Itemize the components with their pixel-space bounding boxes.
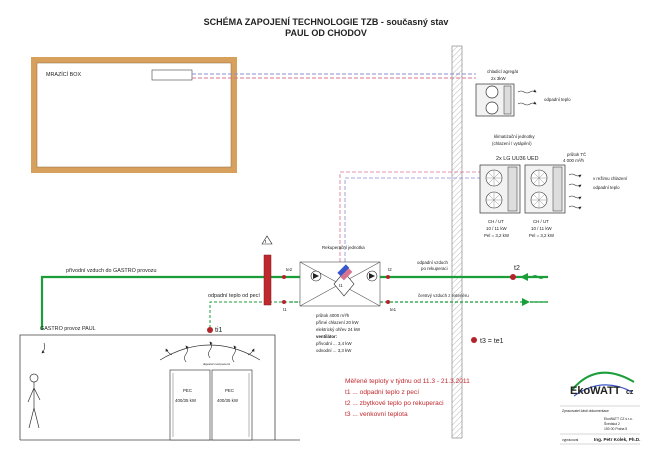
oven-2-power: 400/35 kW xyxy=(217,398,239,403)
heat-rise-arrows xyxy=(165,341,255,363)
gastro-air-arrow xyxy=(41,342,45,354)
freezer-box-wall xyxy=(31,57,237,173)
gastro-room xyxy=(19,334,276,440)
sensor-ti1: ti1 xyxy=(215,327,223,334)
sensor-te1: te1 xyxy=(390,307,397,312)
title-line2: PAUL OD CHODOV xyxy=(285,28,367,38)
fresh-air-label: čerstvý vzduch z exteriéru xyxy=(418,293,469,298)
company-city: 150 00 Praha 5 xyxy=(604,427,627,431)
waste-heat-duct xyxy=(209,301,300,328)
oven-1-power: 400/35 kW xyxy=(175,398,197,403)
legend-item-3: t3 ... venkovní teplota xyxy=(345,411,408,418)
chiller-waste-heat: odpadní teplo xyxy=(544,97,571,102)
author-name: Ing. Petr Kolek, Ph.D. xyxy=(594,437,640,442)
sensor-t2: t2 xyxy=(388,267,392,272)
ac-mode1: v režimu chlazení xyxy=(593,176,628,181)
ac-line-pink xyxy=(339,171,480,262)
supply-air-label: přívodní vzduch do GASTRO provozu xyxy=(66,268,157,274)
ac-mode2: odpadní teplo xyxy=(593,185,620,190)
recovery-spec-1: průtok 4000 m³/h xyxy=(316,313,350,318)
heater-coil xyxy=(263,254,272,306)
legend-heading: Měřené teploty v týdnu od 11.3 - 21.3.20… xyxy=(345,378,470,385)
logo-text: EkoWATT xyxy=(570,385,621,397)
logo-suffix: cz xyxy=(626,389,634,396)
sensor-te2: te2 xyxy=(286,267,293,272)
freezer-label: MRAZÍCÍ BOX xyxy=(46,71,81,78)
unit-b-line2: 10 / 11 kW xyxy=(531,226,553,231)
unit-a-line3: Pel = 3,2 kW xyxy=(484,233,510,238)
company-name: EkoWATT CZ s.r.o. xyxy=(604,417,633,421)
oven-2 xyxy=(211,369,253,441)
supply-air-duct xyxy=(40,275,548,330)
ac-unit-a xyxy=(479,164,521,214)
person-figure xyxy=(27,373,41,429)
recovery-spec-6: odvodní ... 3,3 kW xyxy=(316,348,352,353)
unit-a-line2: 10 / 11 kW xyxy=(486,226,508,231)
legend-item-1: t1 ... odpadní teplo z pecí xyxy=(345,389,419,396)
ac-line-blue xyxy=(344,177,480,262)
ekowatt-logo xyxy=(571,371,635,397)
evaporator-unit xyxy=(151,69,193,81)
chiller-units xyxy=(475,83,515,117)
exhaust-label: odpadní vzduch xyxy=(417,260,449,265)
recovery-spec-4: ventilátor: xyxy=(316,334,338,339)
svg-text:!: ! xyxy=(265,239,267,244)
ac-label1: klimatizační jednotky xyxy=(494,134,535,139)
oven-1 xyxy=(169,369,211,441)
ac-label2: (chlazení / vytápění) xyxy=(492,141,532,146)
fresh-air-arrow xyxy=(522,298,530,306)
ac-heat-arrows xyxy=(568,173,582,210)
ac-flow-value: 4 000 m³/h xyxy=(563,158,585,163)
exhaust-wave xyxy=(531,275,545,279)
hood-label: digestoř nad pecemi xyxy=(203,362,230,366)
exhaust-arrow xyxy=(520,273,528,281)
recovery-spec-5: přívodní ... 3,4 kW xyxy=(316,341,352,346)
ac-model: 2x LG UU36 UED xyxy=(496,156,539,162)
warning-icon xyxy=(261,235,273,245)
sensor-t1b: t1 xyxy=(339,283,343,288)
unit-a-line1: CH / UT xyxy=(488,219,504,224)
legend-item-2: t2 ... zbytkové teplo po rekuperaci xyxy=(345,400,444,407)
waste-heat-label: odpadní teplo od pecí xyxy=(208,293,260,299)
building-wall xyxy=(451,45,463,439)
company-street: Švédská 2 xyxy=(604,421,620,426)
recovery-label: Rekuperační jednotka xyxy=(322,245,365,250)
sensor-t1: t1 xyxy=(283,307,287,312)
ac-unit-b xyxy=(524,164,566,214)
recovery-spec-2: přímé chlazení 20 kW xyxy=(316,320,359,325)
author-label: vypracoval xyxy=(562,438,578,442)
oven-1-name: PEC xyxy=(183,388,192,393)
recovery-unit xyxy=(299,261,381,307)
chiller-heat-arrows xyxy=(517,89,537,106)
chiller-power: 2x 3kW xyxy=(491,76,506,81)
sensor-dots xyxy=(207,274,516,343)
recovery-spec-3: elektrický ohřev 24 kW xyxy=(316,327,361,332)
sensor-t2-big: t2 xyxy=(514,265,520,272)
gastro-label: GASTRO provoz PAUL xyxy=(40,326,96,332)
unit-b-line3: Pel = 3,2 kW xyxy=(529,233,555,238)
sensor-t3-eq: t3 = te1 xyxy=(480,338,504,345)
exhaust-label2: po rekuperaci xyxy=(421,266,448,271)
ac-flow-label: průtok TČ xyxy=(567,152,586,157)
unit-b-line1: CH / UT xyxy=(533,219,549,224)
company-label: Zpracovatel části dokumentace xyxy=(562,409,609,413)
chiller-label: chladicí agregát xyxy=(487,69,519,74)
oven-2-name: PEC xyxy=(225,388,234,393)
title-line1: SCHÉMA ZAPOJENÍ TECHNOLOGIE TZB - součas… xyxy=(204,17,449,27)
